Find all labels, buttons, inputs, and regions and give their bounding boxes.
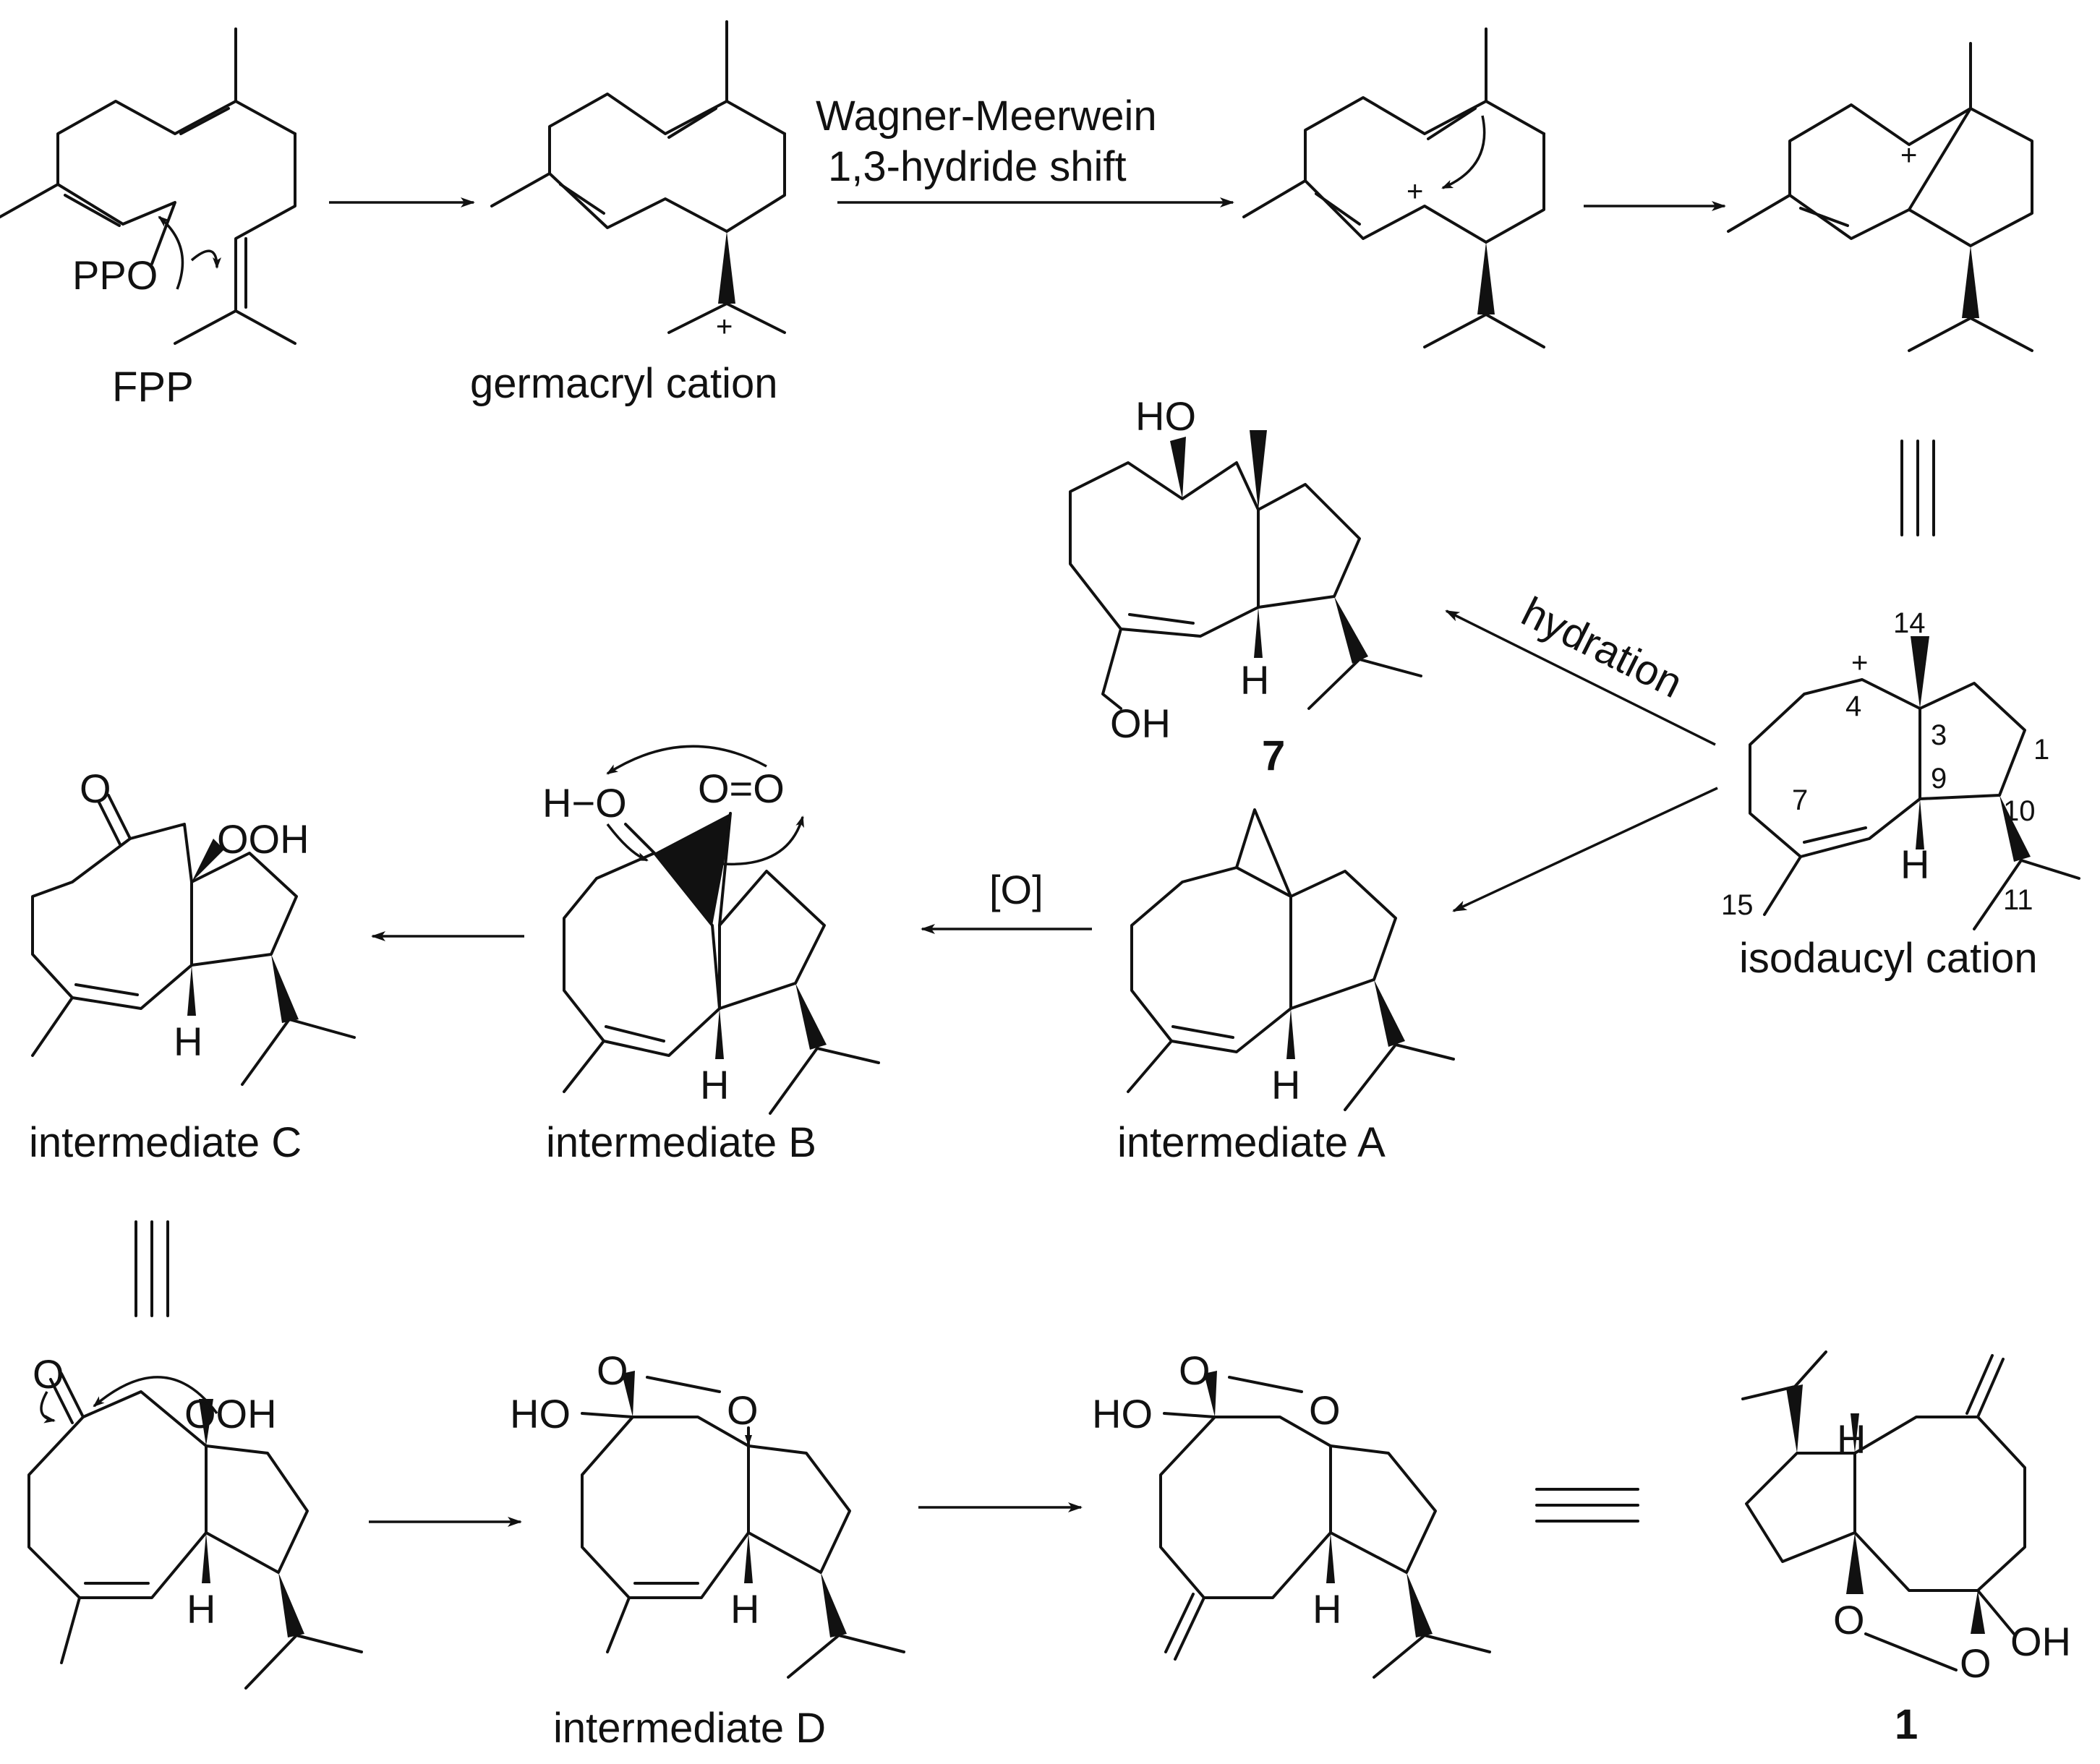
exo-hydrogen: H: [1312, 1586, 1341, 1632]
intermediate-a-label: intermediate A: [1117, 1119, 1386, 1166]
intermediate-b-structure: H H−O O=O: [542, 745, 880, 1115]
compound-1-label: 1: [1895, 1701, 1918, 1748]
isodaucyl-cation-structure: + H 14 4 3 1 9 7 10 15 11: [1721, 607, 2080, 930]
ppo-label: PPO: [72, 252, 158, 298]
intermediate-a-structure: H: [1127, 808, 1455, 1111]
c14-number: 14: [1893, 607, 1926, 639]
int-c2-hydrogen: H: [187, 1586, 215, 1632]
c4-number: 4: [1845, 690, 1861, 722]
isodaucyl-hydrogen: H: [1900, 842, 1929, 887]
germacryl-charge: +: [716, 311, 733, 343]
int-c2-ketone-o: O: [33, 1351, 64, 1397]
int-b-hydrogen: H: [700, 1062, 729, 1108]
c9-number: 9: [1931, 763, 1947, 795]
c7-number: 7: [1792, 784, 1808, 816]
int-d-hydrogen: H: [730, 1586, 759, 1632]
int-a-hydrogen: H: [1271, 1062, 1300, 1108]
equivalence-mark-2: [135, 1220, 169, 1317]
isodaucyl-charge: +: [1851, 647, 1868, 679]
hydride-shift-label: 1,3-hydride shift: [828, 143, 1127, 190]
c1-hydroxyl: OH: [2010, 1619, 2071, 1664]
c15-number: 15: [1721, 889, 1754, 921]
int-c-hydroperoxide: OOH: [217, 816, 310, 862]
germacryl-structure: +: [490, 20, 786, 343]
int-c-ketone-o: O: [80, 766, 111, 811]
intermediate-c-label: intermediate C: [29, 1119, 302, 1166]
oxidation-label: [O]: [989, 867, 1043, 912]
exomethylene-product-structure: O O HO H: [1092, 1348, 1491, 1679]
cation-charge: +: [1407, 176, 1423, 207]
compound-7-label: 7: [1262, 732, 1285, 779]
wagner-meerwein-label: Wagner-Meerwein: [816, 93, 1157, 140]
int-b-hydroxyl: H−O: [542, 780, 627, 826]
arrow-to-intermediate-a: [1452, 787, 1718, 912]
c1-hydrogen: H: [1837, 1416, 1866, 1462]
c7-hydroxyl: HO: [1135, 393, 1196, 439]
intermediate-c-alt-structure: O OOH H: [27, 1351, 363, 1690]
c1-number: 1: [2033, 734, 2049, 766]
int-d-peroxide-o1: O: [597, 1348, 628, 1393]
c1-peroxide-o2: O: [1960, 1640, 1992, 1686]
fpp-label: FPP: [112, 364, 194, 411]
exo-peroxide-o1: O: [1179, 1348, 1211, 1393]
exo-hydroxyl: HO: [1092, 1391, 1153, 1437]
bicyclic-charge: +: [1900, 140, 1917, 171]
int-b-dioxygen: O=O: [698, 766, 785, 811]
allylic-cation-structure: +: [1242, 27, 1545, 348]
c11-number: 11: [2003, 884, 2033, 916]
intermediate-d-structure: O O HO H: [510, 1348, 905, 1679]
c7-primary-hydroxyl: OH: [1110, 701, 1171, 746]
bicyclic-cation-structure: +: [1727, 42, 2033, 352]
germacryl-label: germacryl cation: [470, 360, 777, 407]
intermediate-c-structure: O OOH H: [31, 766, 356, 1086]
c3-number: 3: [1931, 719, 1947, 751]
fpp-structure: PPO: [0, 27, 296, 345]
isodaucyl-label: isodaucyl cation: [1739, 935, 2038, 982]
c1-peroxide-o1: O: [1833, 1597, 1865, 1643]
int-c-hydrogen: H: [174, 1019, 202, 1064]
int-c2-hydroperoxide: OOH: [184, 1391, 277, 1437]
equivalence-mark-1: [1900, 440, 1935, 536]
intermediate-d-label: intermediate D: [553, 1705, 826, 1752]
compound-7-structure: HO OH H: [1069, 393, 1422, 746]
intermediate-b-label: intermediate B: [546, 1119, 816, 1166]
c7-hydrogen: H: [1240, 657, 1269, 703]
int-d-hydroxyl: HO: [510, 1391, 571, 1437]
arrow-hydration: [1445, 609, 1716, 746]
c10-number: 10: [2003, 795, 2036, 827]
equivalence-mark-3: [1535, 1488, 1639, 1523]
exo-peroxide-o2: O: [1309, 1387, 1341, 1433]
int-d-peroxide-o2: O: [727, 1387, 759, 1433]
compound-1-structure: H O O OH: [1741, 1350, 2071, 1686]
